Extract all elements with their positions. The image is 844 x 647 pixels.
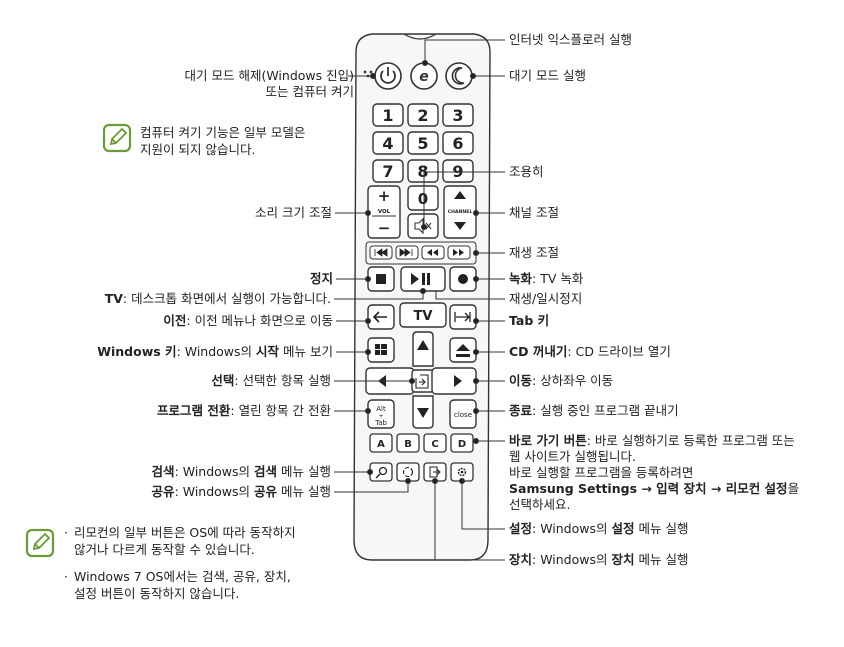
bullet-note-2: ·Windows 7 OS에서는 검색, 공유, 장치,설정 버튼이 동작하지 …: [64, 569, 291, 601]
number-key: 5: [407, 131, 439, 155]
ie-label: 인터넷 익스플로러 실행: [509, 32, 632, 47]
search-icon: [369, 462, 393, 482]
svg-text:8: 8: [417, 162, 428, 181]
number-key: 3: [442, 103, 474, 127]
number-key: 2: [407, 103, 439, 127]
tab-key-label: Tab 키: [509, 313, 550, 328]
shortcut-label: 바로 가기 버튼: 바로 실행하기로 등록한 프로그램 또는 웹 사이트가 실행…: [509, 433, 800, 512]
back-label: 이전: 이전 메뉴나 화면으로 이동: [163, 313, 333, 328]
number-key: 9: [442, 159, 474, 183]
note-pencil-icon: [102, 123, 132, 153]
number-key: 1: [372, 103, 404, 127]
record-label: 녹화: TV 녹화: [509, 271, 584, 286]
volume-label: 소리 크기 조절: [255, 205, 332, 220]
tv-key-label: TV: [414, 309, 433, 324]
skip-icon: [395, 245, 419, 260]
mute-icon: [414, 217, 432, 235]
wake-label: 대기 모드 해제(Windows 진입)또는 컴퓨터 켜기: [184, 68, 354, 99]
move-label: 이동: 상하좌우 이동: [509, 373, 614, 388]
rewind-icon: [421, 245, 445, 260]
number-key: 6: [442, 131, 474, 155]
share-icon: [396, 462, 420, 482]
stop-icon: [376, 274, 386, 284]
shortcut-key-a: A: [369, 433, 393, 453]
alt-plus-label: +: [378, 413, 383, 420]
ie-icon: e: [410, 62, 438, 90]
sleep-label: 대기 모드 실행: [509, 68, 586, 83]
number-key: 7: [372, 159, 404, 183]
mute-label: 조용히: [509, 164, 544, 179]
alttab-label: 프로그램 전환: 열린 항목 간 전환: [157, 403, 331, 418]
arrow-down-icon: [417, 408, 429, 418]
svg-text:7: 7: [382, 162, 393, 181]
play-pause-icon: [411, 273, 430, 285]
playpause-label: 재생/일시정지: [509, 291, 583, 306]
power-icon: [374, 62, 402, 90]
record-icon: [458, 274, 468, 284]
number-key: 4: [372, 131, 404, 155]
svg-text:4: 4: [382, 134, 393, 153]
back-arrow-icon: [372, 311, 387, 323]
close-label: close: [454, 411, 472, 419]
vol-minus-label: −: [378, 219, 391, 237]
eject-label: CD 꺼내기: CD 드라이브 열기: [509, 344, 671, 359]
svg-text:1: 1: [382, 106, 393, 125]
playback-label: 재생 조절: [509, 245, 559, 260]
channel-label-text: 채널 조절: [509, 205, 559, 220]
leader-lines: [334, 39, 505, 561]
svg-text:A: A: [377, 439, 385, 450]
tab-arrow-icon: [454, 312, 471, 322]
svg-text:C: C: [431, 439, 438, 450]
device-label: 장치: Windows의 장치 메뉴 실행: [509, 552, 689, 567]
close-label-text: 종료: 실행 중인 프로그램 끝내기: [509, 403, 679, 418]
fast-forward-icon: [447, 245, 471, 260]
select-icon: [415, 374, 429, 389]
svg-text:2: 2: [417, 106, 428, 125]
tv-label: TV: 데스크톱 화면에서 실행이 가능합니다.: [104, 291, 331, 306]
vol-label: VOL: [378, 209, 391, 215]
svg-text:5: 5: [417, 134, 428, 153]
eject-icon: [456, 344, 470, 357]
stop-label: 정지: [309, 271, 333, 286]
svg-text:D: D: [458, 439, 466, 450]
windows-icon: [375, 344, 387, 355]
shortcut-key-c: C: [423, 433, 447, 453]
svg-text:6: 6: [452, 134, 463, 153]
alt-label: Alt: [376, 405, 386, 413]
number-key: 8: [407, 159, 439, 183]
channel-label: CHANNEL: [448, 209, 473, 215]
key-zero: 0: [418, 190, 428, 208]
note-pencil-icon: [25, 528, 55, 558]
shortcut-key-d: D: [450, 433, 474, 453]
share-label: 공유: Windows의 공유 메뉴 실행: [151, 484, 331, 499]
shortcut-key-b: B: [396, 433, 420, 453]
tab-label: Tab: [374, 419, 387, 427]
vol-plus-label: +: [378, 187, 391, 205]
windows-key-label: Windows 키: Windows의 시작 메뉴 보기: [97, 344, 333, 359]
select-label: 선택: 선택한 항목 실행: [211, 373, 331, 388]
svg-text:B: B: [404, 439, 412, 450]
svg-text:e: e: [419, 69, 429, 85]
arrow-right-icon: [454, 375, 462, 387]
rewind-start-icon: [369, 245, 393, 260]
search-label: 검색: Windows의 검색 메뉴 실행: [151, 464, 331, 479]
arrow-up-icon: [417, 340, 429, 350]
svg-text:3: 3: [452, 106, 463, 125]
sleep-icon: [445, 62, 473, 90]
settings-label: 설정: Windows의 설정 메뉴 실행: [509, 521, 689, 536]
